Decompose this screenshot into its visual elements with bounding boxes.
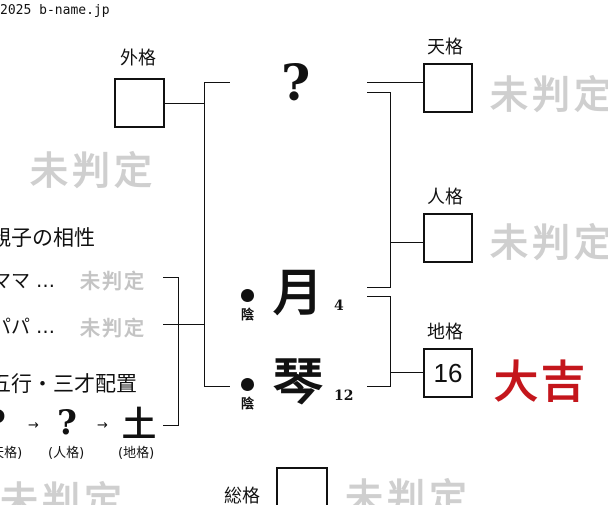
gogyo-caption-tenkaku: (天格) — [0, 446, 23, 461]
label-tenkaku: 天格 — [427, 37, 463, 58]
gogyo-arrow-1: → — [28, 418, 39, 433]
undetermined-stamp-gogyo: 未判定 — [0, 478, 127, 505]
box-jinkaku — [423, 213, 473, 263]
line-chikaku-h — [390, 372, 423, 373]
line-chikaku-bottom — [367, 386, 391, 387]
stroke-count-1: 4 — [334, 298, 344, 314]
line-chikaku-top — [367, 296, 391, 297]
yinyang-dot-2 — [241, 378, 254, 391]
line-gaikaku-h — [165, 103, 205, 104]
copyright-text: 2025 b-name.jp — [0, 3, 110, 18]
line-gaikaku-v — [204, 82, 205, 387]
gogyo-element-jinkaku: ? — [57, 403, 77, 443]
line-compat-v — [178, 277, 179, 426]
compat-mama-label: ママ … — [0, 270, 56, 292]
undetermined-stamp-jinkaku: 未判定 — [490, 220, 608, 265]
line-jinkaku-h — [390, 242, 423, 243]
given-char-2: 琴 — [273, 352, 323, 411]
gogyo-arrow-2: → — [97, 418, 108, 433]
label-gaikaku: 外格 — [120, 48, 156, 69]
line-tenkaku — [367, 82, 423, 83]
line-compat-bottom — [163, 425, 179, 426]
yinyang-dot-1 — [241, 289, 254, 302]
line-gaikaku-top — [204, 82, 230, 83]
yinyang-label-1: 陰 — [241, 308, 255, 323]
box-chikaku: 16 — [423, 348, 473, 398]
gogyo-title: 五行・三才配置 — [0, 372, 137, 396]
compat-papa-result: 未判定 — [80, 316, 146, 340]
box-soukaku — [276, 467, 328, 505]
label-soukaku: 総格 — [224, 486, 260, 505]
compat-papa-label: パパ … — [0, 316, 56, 338]
label-jinkaku: 人格 — [427, 187, 463, 208]
line-chikaku-v — [390, 296, 391, 387]
line-jinkaku-bottom — [367, 287, 391, 288]
line-jinkaku-v — [390, 92, 391, 288]
box-tenkaku — [423, 63, 473, 113]
compat-mama-result: 未判定 — [80, 269, 146, 293]
box-gaikaku — [114, 78, 165, 128]
line-jinkaku-top — [367, 92, 391, 93]
given-char-1: 月 — [273, 263, 323, 322]
gogyo-element-tenkaku: ? — [0, 406, 6, 440]
undetermined-stamp-tenkaku: 未判定 — [490, 72, 608, 117]
gogyo-element-chikaku: 土 — [122, 405, 156, 445]
line-compat-top — [163, 277, 179, 278]
surname-char-unknown: ? — [281, 53, 311, 112]
line-compat-mid — [163, 324, 179, 325]
undetermined-stamp-soukaku: 未判定 — [345, 475, 472, 505]
compat-title: 親子の相性 — [0, 226, 95, 250]
yinyang-label-2: 陰 — [241, 397, 255, 412]
label-chikaku: 地格 — [427, 322, 463, 343]
stroke-count-2: 12 — [334, 388, 354, 404]
line-gaikaku-bottom — [204, 386, 230, 387]
gogyo-caption-chikaku: (地格) — [118, 446, 155, 461]
undetermined-stamp-gaikaku: 未判定 — [30, 148, 157, 193]
gogyo-caption-jinkaku: (人格) — [48, 446, 85, 461]
daikichi-stamp: 大吉 — [494, 357, 588, 408]
line-compat-connector — [178, 324, 205, 325]
